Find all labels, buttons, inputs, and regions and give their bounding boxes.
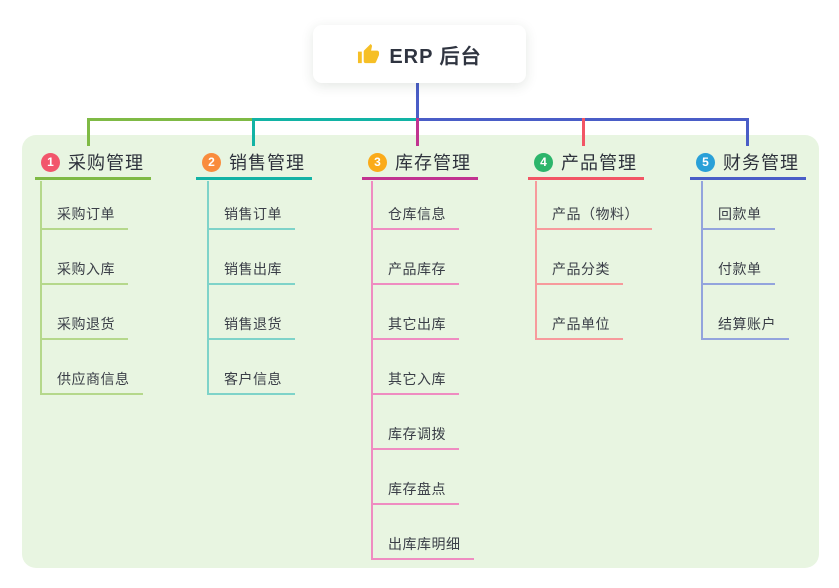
leaf-node[interactable]: 其它入库 <box>371 366 459 395</box>
root-node-erp[interactable]: ERP 后台 <box>313 25 526 83</box>
branch-drop-5 <box>746 118 749 146</box>
branch-node-2[interactable]: 2 销售管理 <box>196 147 312 180</box>
branch-2-label: 销售管理 <box>229 153 305 173</box>
root-connector-vertical <box>416 82 419 118</box>
branch-3-number-badge: 3 <box>368 152 387 172</box>
leaf-node[interactable]: 回款单 <box>701 201 775 230</box>
leaf-node[interactable]: 销售退货 <box>207 311 295 340</box>
branch-4-label: 产品管理 <box>561 153 637 173</box>
branch-1-label: 采购管理 <box>68 153 144 173</box>
leaf-node[interactable]: 结算账户 <box>701 311 789 340</box>
branch-drop-2 <box>252 118 255 146</box>
branch-2-number-badge: 2 <box>202 152 221 172</box>
branch-node-5[interactable]: 5 财务管理 <box>690 147 806 180</box>
branch-3-label: 库存管理 <box>395 153 471 173</box>
branch-4-number-badge: 4 <box>534 152 553 172</box>
root-node-title: ERP 后台 <box>389 45 482 68</box>
branch-drop-3 <box>416 118 419 146</box>
leaf-node[interactable]: 库存盘点 <box>371 476 459 505</box>
branch-5-stem-line <box>701 181 703 340</box>
branch-node-1[interactable]: 1 采购管理 <box>35 147 151 180</box>
branch-drop-4 <box>582 118 585 146</box>
leaf-node[interactable]: 供应商信息 <box>40 366 143 395</box>
leaf-node[interactable]: 采购退货 <box>40 311 128 340</box>
leaf-node[interactable]: 产品单位 <box>535 311 623 340</box>
connector-segment-green <box>87 118 253 121</box>
leaf-node[interactable]: 仓库信息 <box>371 201 459 230</box>
leaf-node[interactable]: 库存调拨 <box>371 421 459 450</box>
branch-node-4[interactable]: 4 产品管理 <box>528 147 644 180</box>
leaf-node[interactable]: 付款单 <box>701 256 775 285</box>
branches-background-panel <box>22 135 819 568</box>
leaf-node[interactable]: 客户信息 <box>207 366 295 395</box>
leaf-node[interactable]: 销售订单 <box>207 201 295 230</box>
branch-node-3[interactable]: 3 库存管理 <box>362 147 478 180</box>
leaf-node[interactable]: 产品分类 <box>535 256 623 285</box>
branch-5-number-badge: 5 <box>696 152 715 172</box>
leaf-node[interactable]: 产品（物料） <box>535 201 652 230</box>
branch-4-stem-line <box>535 181 537 340</box>
branch-1-number-badge: 1 <box>41 152 60 172</box>
branch-drop-1 <box>87 118 90 146</box>
leaf-node[interactable]: 出库库明细 <box>371 531 474 560</box>
connector-segment-teal <box>252 118 417 121</box>
thumbs-up-icon <box>358 43 380 63</box>
branch-2-stem-line <box>207 181 209 395</box>
leaf-node[interactable]: 采购入库 <box>40 256 128 285</box>
leaf-node[interactable]: 产品库存 <box>371 256 459 285</box>
leaf-node[interactable]: 销售出库 <box>207 256 295 285</box>
leaf-node[interactable]: 采购订单 <box>40 201 128 230</box>
branch-5-label: 财务管理 <box>723 153 799 173</box>
branch-1-stem-line <box>40 181 42 395</box>
leaf-node[interactable]: 其它出库 <box>371 311 459 340</box>
branch-3-stem-line <box>371 181 373 560</box>
